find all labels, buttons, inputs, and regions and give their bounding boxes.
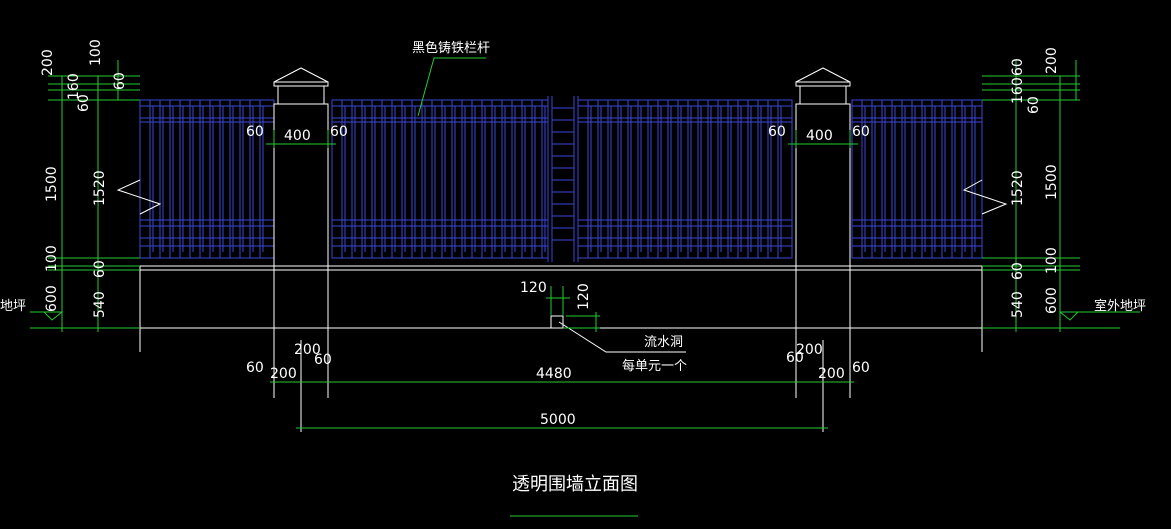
dim-200-right-top: 200 bbox=[796, 342, 823, 358]
dim-120-vertical: 120 bbox=[576, 283, 592, 310]
dimension-lines bbox=[30, 57, 1140, 429]
dim-100-left-v-b: 100 bbox=[44, 245, 60, 272]
dim-5000: 5000 bbox=[540, 412, 576, 428]
dim-200-left-b: 200 bbox=[270, 366, 297, 382]
dim-60-left-pillar-l: 60 bbox=[246, 124, 264, 140]
wall-structure bbox=[116, 67, 1008, 432]
dim-60-right-v-b: 60 bbox=[1026, 96, 1042, 114]
break-line-right bbox=[962, 179, 1008, 215]
dim-160-left-v: 160 bbox=[66, 73, 82, 100]
dim-1500-right-v: 1500 bbox=[1044, 164, 1060, 200]
dim-60-left-b: 60 bbox=[314, 352, 332, 368]
dim-160-right-v: 160 bbox=[1010, 77, 1026, 104]
railing-panel bbox=[331, 99, 549, 259]
dim-120-horizontal: 120 bbox=[520, 280, 547, 296]
railing-panel bbox=[577, 99, 793, 259]
dim-200-left-top: 200 bbox=[294, 342, 321, 358]
dim-1520-left-v: 1520 bbox=[92, 170, 108, 206]
right-pillar bbox=[795, 67, 851, 329]
drain-hole bbox=[550, 315, 564, 329]
dim-540-right-v: 540 bbox=[1010, 291, 1026, 318]
railing-panel bbox=[851, 99, 983, 259]
dim-60-right-b: 60 bbox=[852, 360, 870, 376]
outdoor-ground-label-left: 地坪 bbox=[0, 299, 26, 314]
base-wall bbox=[139, 269, 983, 329]
outdoor-ground-label-right: 室外地坪 bbox=[1094, 298, 1146, 314]
left-pillar bbox=[273, 67, 329, 329]
dim-400-right-pillar: 400 bbox=[806, 128, 833, 144]
dim-100-right-v-b: 100 bbox=[1044, 247, 1060, 274]
dim-600-right-v: 600 bbox=[1044, 287, 1060, 314]
dim-100-left-v: 100 bbox=[88, 39, 104, 66]
dim-60-left-v-c: 60 bbox=[92, 260, 108, 278]
dim-200-right-b: 200 bbox=[818, 366, 845, 382]
dim-60-left-pillar-r: 60 bbox=[330, 124, 348, 140]
dim-60-left-v-b: 60 bbox=[76, 94, 92, 112]
dim-540-left-v: 540 bbox=[92, 291, 108, 318]
dim-60-right-pillar-l: 60 bbox=[768, 124, 786, 140]
drain-callout: 流水洞 bbox=[644, 335, 683, 350]
dim-60-left-v-top: 60 bbox=[112, 72, 128, 90]
dim-200-left-v: 200 bbox=[40, 49, 56, 76]
dim-60-right-v-c: 60 bbox=[1010, 262, 1026, 280]
dim-60-right-a: 60 bbox=[786, 350, 804, 366]
break-line-left bbox=[116, 179, 162, 215]
dim-200-right-v: 200 bbox=[1044, 47, 1060, 74]
dim-4480: 4480 bbox=[536, 366, 572, 382]
dim-60-left-a: 60 bbox=[246, 360, 264, 376]
dim-400-left-pillar: 400 bbox=[284, 128, 311, 144]
cast-iron-railing bbox=[139, 96, 983, 262]
dim-600-left-v: 600 bbox=[44, 285, 60, 312]
drain-note: 每单元一个 bbox=[622, 358, 687, 374]
dim-60-right-v-top: 60 bbox=[1010, 58, 1026, 76]
dim-60-right-pillar-r: 60 bbox=[852, 124, 870, 140]
drawing-title: 透明围墙立面图 bbox=[512, 474, 638, 495]
railing-callout: 黑色铸铁栏杆 bbox=[412, 40, 490, 56]
dim-1520-right-v: 1520 bbox=[1010, 170, 1026, 206]
dim-1500-left-v: 1500 bbox=[44, 166, 60, 202]
